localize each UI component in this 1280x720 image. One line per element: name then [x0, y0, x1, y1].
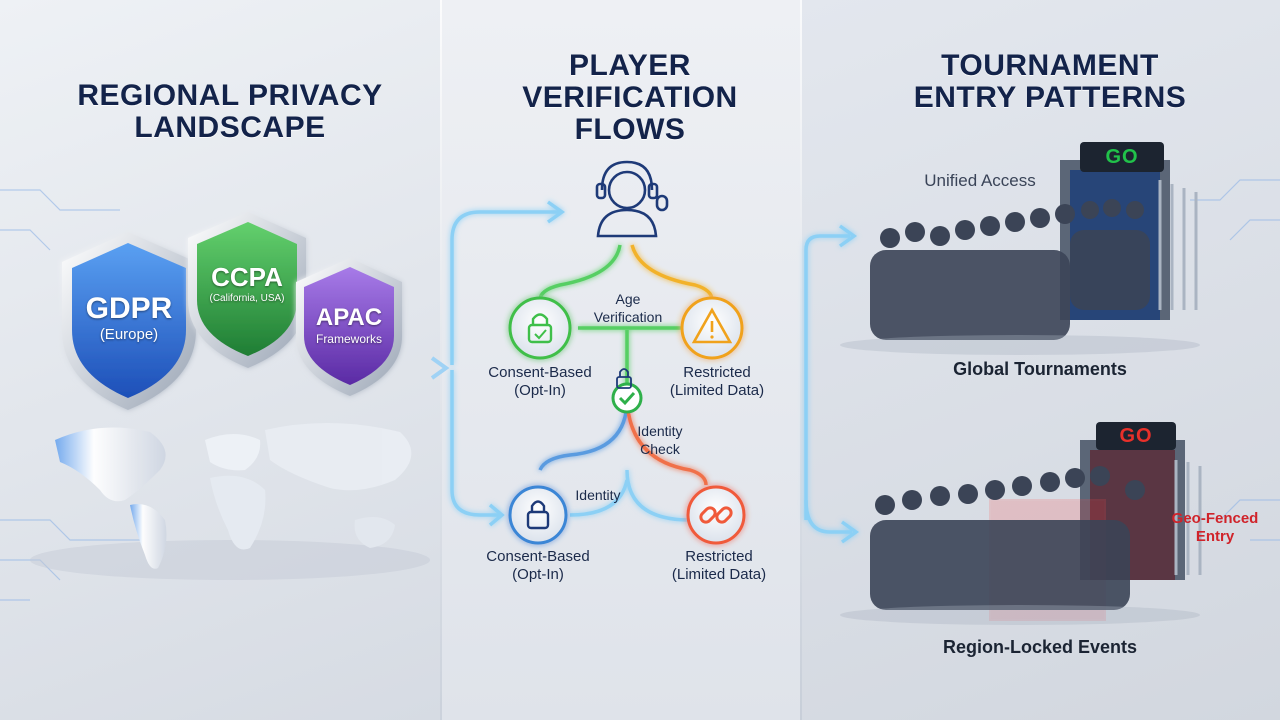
- flow-line-lower-right: [625, 469, 691, 522]
- shield-ccpa: [188, 212, 306, 368]
- label-line: Verification: [593, 309, 663, 325]
- divider-right: [800, 0, 802, 720]
- heading-line: ENTRY PATTERNS: [913, 81, 1187, 114]
- label-region-locked-events: Region-Locked Events: [942, 637, 1138, 657]
- shield-apac-label: APAC Frameworks: [304, 304, 394, 346]
- node-sub: (Opt-In): [512, 566, 564, 583]
- circuit-lines-right: [1190, 179, 1280, 541]
- shield-ccpa-label: CCPA (California, USA): [197, 262, 297, 304]
- node-restricted-amber-label: Restricted (Limited Data): [662, 364, 772, 400]
- arrow-left-to-middle-head: [430, 356, 450, 380]
- node-sub: (Limited Data): [669, 382, 765, 399]
- flow-line-top: [450, 210, 560, 365]
- heading-tournament-entry: TOURNAMENT ENTRY PATTERNS: [850, 50, 1250, 114]
- crowd-global: [870, 199, 1150, 340]
- shield-gdpr-label: GDPR (Europe): [72, 292, 186, 343]
- shield-sub: (Europe): [99, 326, 159, 343]
- node-sub: (Limited Data): [671, 566, 767, 583]
- label-unified-access: Unified Access: [924, 171, 1036, 190]
- shield-sub: (California, USA): [209, 293, 285, 304]
- arrow-to-global: [804, 234, 850, 520]
- node-restricted-red-label: Restricted (Limited Data): [664, 548, 774, 584]
- shield-name: GDPR: [85, 292, 173, 325]
- shield-gdpr: [62, 232, 196, 410]
- flow-line-identity: [569, 479, 629, 517]
- heading-line: FLOWS: [574, 113, 686, 146]
- world-map: [30, 422, 430, 580]
- node-restricted-amber: [680, 296, 744, 360]
- heading-line: REGIONAL PRIVACY: [77, 79, 383, 112]
- heading-player-verification: PLAYER VERIFICATION FLOWS: [460, 50, 800, 146]
- flow-line-bottom: [450, 370, 500, 517]
- shield-apac: [296, 258, 402, 396]
- node-title: Consent-Based: [488, 364, 592, 381]
- label-identity: Identity: [575, 487, 621, 503]
- node-title: Restricted: [685, 548, 753, 565]
- flow-line-green: [538, 244, 622, 301]
- player-headset-icon: [595, 160, 669, 238]
- flow-line-blue: [538, 399, 629, 471]
- label-line: Entry: [1195, 528, 1235, 545]
- label-line: Geo-Fenced: [1171, 510, 1259, 527]
- shield-name: CCPA: [211, 262, 283, 292]
- flow-arrowhead-top: [546, 200, 566, 224]
- node-verification-center: [611, 368, 643, 414]
- heading-line: PLAYER: [569, 49, 691, 82]
- arrow-to-global-head: [838, 224, 858, 248]
- flow-line-red: [625, 399, 708, 486]
- node-title: Consent-Based: [486, 548, 590, 565]
- label-global-tournaments: Global Tournaments: [953, 359, 1127, 379]
- heading-line: LANDSCAPE: [134, 111, 326, 144]
- node-sub: (Opt-In): [514, 382, 566, 399]
- node-consent-blue-label: Consent-Based (Opt-In): [480, 548, 596, 584]
- label-line: Check: [640, 441, 680, 457]
- shield-name: APAC: [315, 304, 383, 331]
- node-consent-green: [508, 296, 572, 360]
- heading-line: VERIFICATION: [522, 81, 738, 114]
- crowd-region: [870, 466, 1145, 610]
- shield-sub: Frameworks: [315, 332, 382, 346]
- node-restricted-red: [686, 485, 746, 545]
- flow-line-amber: [630, 244, 714, 301]
- divider-left: [440, 0, 442, 720]
- label-geo-fenced-entry: Geo-Fenced Entry: [1160, 510, 1270, 546]
- flow-arrowhead-bottom: [488, 503, 505, 527]
- arrow-to-region: [804, 499, 852, 534]
- circuit-lines-left: [0, 189, 140, 601]
- label-age-verification: Age Verification: [585, 290, 671, 326]
- heading-line: TOURNAMENT: [941, 49, 1159, 82]
- gate-sign-go-green: GO: [1105, 146, 1139, 168]
- label-line: Identity: [637, 423, 683, 439]
- heading-regional-privacy: REGIONAL PRIVACY LANDSCAPE: [40, 80, 420, 144]
- label-identity-check: Identity Check: [630, 422, 690, 458]
- label-line: Age: [615, 291, 641, 307]
- middle-panel: [440, 0, 800, 720]
- node-consent-green-label: Consent-Based (Opt-In): [482, 364, 598, 400]
- arrow-to-region-head: [840, 520, 860, 544]
- node-consent-blue: [508, 485, 568, 545]
- gate-sign-go-red: GO: [1119, 425, 1153, 447]
- node-title: Restricted: [683, 364, 751, 381]
